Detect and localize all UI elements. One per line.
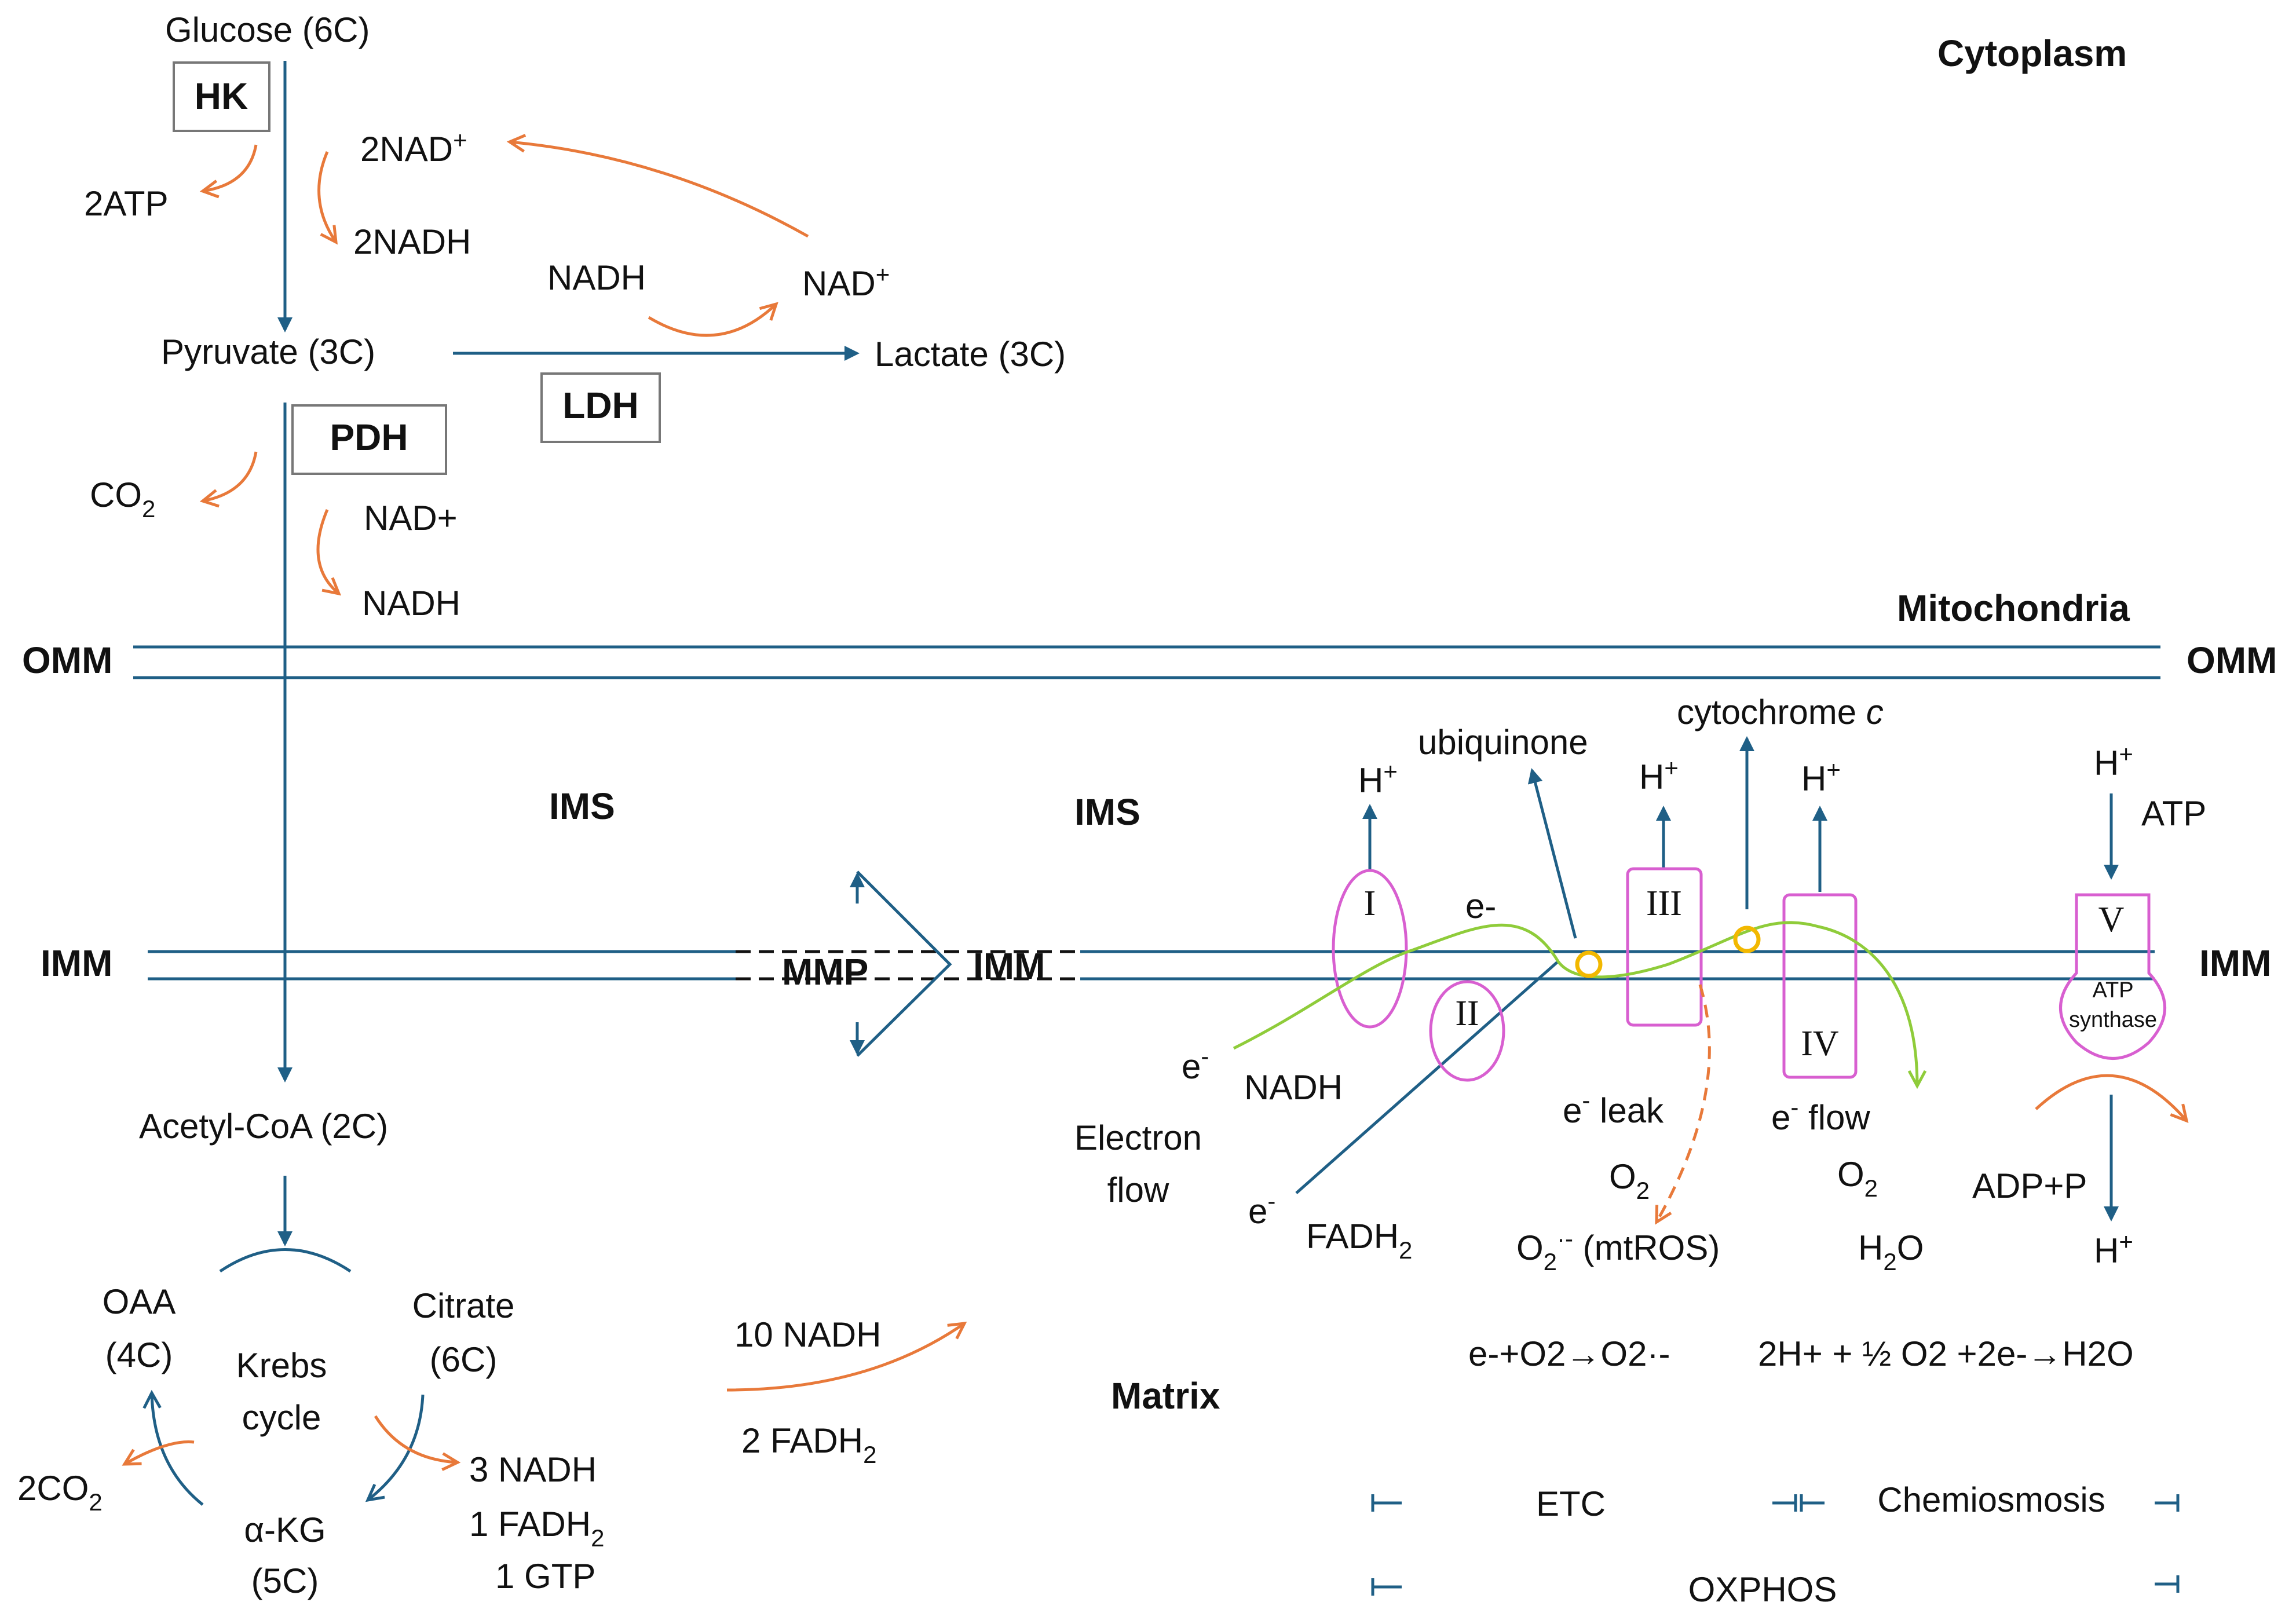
lactate-label: Lactate (3C) — [875, 335, 1066, 374]
ubiquinone-label: ubiquinone — [1418, 723, 1588, 762]
electron-leak-arrow — [1655, 984, 1711, 1225]
krebs-center-label: Krebs — [236, 1346, 327, 1385]
atp-synthase-label-2: synthase — [2069, 1008, 2157, 1032]
omm-label-right: OMM — [2187, 639, 2277, 681]
leak-site-complex-i — [1575, 950, 1603, 978]
glucose-label: Glucose (6C) — [165, 10, 370, 49]
citrate-label: Citrate — [412, 1286, 515, 1325]
water-equation: 2H+ + ½ O2 +2e-→H2O — [1758, 1334, 2134, 1373]
ldh-enzyme-box — [540, 372, 661, 443]
proton-label-matrix: H+ — [2094, 1228, 2133, 1270]
electron-flow-label: Electron — [1074, 1118, 1202, 1157]
pyruvate-label: Pyruvate (3C) — [161, 332, 375, 371]
oaa-carbons: (4C) — [105, 1336, 173, 1374]
mmp-gap — [736, 950, 1080, 981]
glycolysis-nad-label: 2NAD+ — [360, 126, 467, 169]
oaa-label: OAA — [103, 1282, 176, 1321]
pdh-co2-label: CO2 — [90, 476, 155, 522]
total-fadh-label: 2 FADH2 — [741, 1421, 876, 1468]
hk-enzyme-box — [173, 61, 270, 132]
glycolysis-nadh-label: 2NADH — [353, 222, 471, 261]
krebs-center-label-2: cycle — [242, 1398, 321, 1437]
krebs-cycle-arrows — [122, 1248, 967, 1506]
electron-flow-path — [1233, 921, 1927, 1089]
atp-label: ATP — [2141, 794, 2206, 833]
complex-iii-label: III — [1646, 884, 1682, 923]
proton-pump-arrows — [1295, 736, 2119, 1221]
legend-oxphos: OXPHOS — [1688, 1570, 1837, 1609]
proton-label-ims-atp: H+ — [2094, 740, 2133, 782]
pdh-nadh-label: NADH — [362, 584, 460, 623]
water-product-label: H2O — [1858, 1228, 1924, 1275]
ldh-enzyme-label: LDH — [562, 385, 639, 426]
proton-label-complex-iv: H+ — [1801, 756, 1841, 798]
oxygen-leak-label: O2 — [1609, 1157, 1650, 1204]
pdh-nad-label: NAD+ — [364, 499, 458, 537]
lactate-nadh-label: NADH — [547, 258, 646, 297]
complex-iv-label: IV — [1801, 1024, 1839, 1063]
cytoplasm-label: Cytoplasm — [1937, 32, 2127, 74]
electron-leak-label: e- leak — [1563, 1087, 1664, 1130]
etc-complexes — [1332, 867, 2166, 1082]
nad-regeneration-arrow — [506, 134, 809, 238]
atp-synthase-rotation-arrow — [2035, 1074, 2189, 1123]
electron-flow-label-2: flow — [1107, 1171, 1169, 1209]
complex-v-label: V — [2098, 900, 2125, 939]
krebs-gtp-product: 1 GTP — [495, 1557, 595, 1596]
nadh-donor-label: NADH — [1244, 1068, 1343, 1107]
leak-site-complex-iii — [1733, 926, 1761, 953]
legend-chemiosmosis: Chemiosmosis — [1877, 1480, 2105, 1519]
legend-markers — [1371, 1494, 2180, 1596]
pdh-enzyme-box — [291, 404, 447, 475]
total-nadh-label: 10 NADH — [734, 1315, 881, 1354]
hk-enzyme-label: HK — [195, 75, 248, 117]
atp-synthase-label: ATP — [2092, 978, 2133, 1003]
krebs-fadh-product: 1 FADH2 — [469, 1505, 604, 1552]
outer-mitochondrial-membrane — [133, 645, 2160, 679]
acetylcoa-label: Acetyl-CoA (2C) — [139, 1107, 388, 1146]
atp-yield-arrow — [199, 144, 258, 199]
mmp-label: MMP — [782, 951, 868, 993]
imm-label-right: IMM — [2199, 942, 2271, 984]
pdh-enzyme-label: PDH — [330, 416, 408, 458]
proton-label-complex-i: H+ — [1358, 758, 1398, 800]
fadh-donor-label: FADH2 — [1306, 1217, 1412, 1264]
electron-label-nadh: e- — [1182, 1043, 1209, 1086]
mmp-potential-arrows — [850, 870, 952, 1057]
complex-ii-label: II — [1455, 994, 1479, 1033]
superoxide-equation: e-+O2→O2·- — [1468, 1334, 1670, 1373]
legend-etc: ETC — [1536, 1484, 1606, 1523]
lactate-nad-label: NAD+ — [802, 261, 890, 303]
imm-label-left: IMM — [41, 942, 112, 984]
proton-label-complex-iii: H+ — [1639, 754, 1679, 796]
akg-carbons: (5C) — [251, 1561, 319, 1600]
ims-label-center: IMS — [1074, 791, 1140, 833]
mtros-label: O2·- (mtROS) — [1516, 1225, 1720, 1275]
omm-label-left: OMM — [22, 639, 112, 681]
cytochrome-c-label: cytochrome c — [1677, 693, 1884, 731]
co2-release-arrow — [199, 451, 258, 508]
akg-label: α-KG — [244, 1510, 326, 1549]
complex-i-label: I — [1364, 884, 1376, 923]
electron-label-fadh: e- — [1248, 1187, 1275, 1231]
adp-label: ADP+P — [1972, 1166, 2087, 1205]
nad-to-nadh-arrow — [317, 151, 338, 245]
imm-label-center: IMM — [973, 945, 1045, 987]
atp-yield-label: 2ATP — [84, 184, 169, 223]
ims-label-left: IMS — [549, 785, 615, 827]
pdh-nad-to-nadh-arrow — [316, 509, 342, 596]
oxygen-iv-label: O2 — [1837, 1155, 1878, 1202]
nadh-to-nad-arrow — [648, 302, 778, 337]
mitochondria-label: Mitochondria — [1897, 587, 2130, 629]
electron-label-e-dash: e- — [1465, 887, 1496, 926]
electron-flow-iv-label: e- flow — [1771, 1093, 1870, 1137]
citrate-carbons: (6C) — [430, 1340, 498, 1379]
matrix-label: Matrix — [1111, 1375, 1220, 1417]
krebs-co2-label: 2CO2 — [17, 1469, 103, 1516]
krebs-nadh-product: 3 NADH — [469, 1450, 597, 1489]
inner-mitochondrial-membrane — [148, 950, 2155, 981]
